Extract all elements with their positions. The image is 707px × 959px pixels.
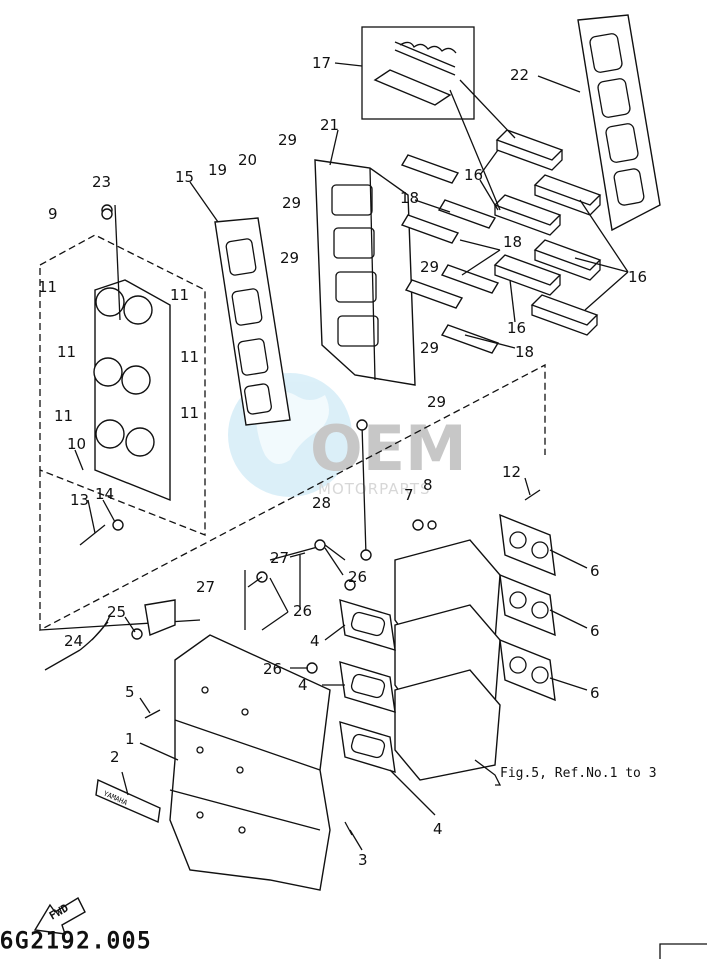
callout-11-d: 11 bbox=[180, 348, 199, 366]
callout-29-c: 29 bbox=[280, 249, 299, 267]
callout-18-a: 18 bbox=[400, 189, 419, 207]
part-28-link-rod bbox=[356, 419, 372, 561]
callout-10: 10 bbox=[67, 435, 86, 453]
callout-11-c: 11 bbox=[57, 343, 76, 361]
drawing-code: 6G2192.005 bbox=[0, 929, 152, 954]
callout-29-a: 29 bbox=[278, 131, 297, 149]
callout-3: 3 bbox=[358, 851, 368, 869]
callout-15: 15 bbox=[175, 168, 194, 186]
part-6-gaskets bbox=[499, 513, 556, 702]
callout-11-f: 11 bbox=[180, 404, 199, 422]
callout-2: 2 bbox=[110, 748, 120, 766]
small-parts bbox=[44, 208, 541, 836]
part-15-gasket bbox=[214, 217, 291, 426]
watermark-main: OEM bbox=[310, 412, 467, 485]
part-22-gasket bbox=[577, 14, 661, 232]
callout-11-a: 11 bbox=[38, 278, 57, 296]
callout-18-c: 18 bbox=[515, 343, 534, 361]
callout-9: 9 bbox=[48, 205, 58, 223]
callout-29-e: 29 bbox=[420, 339, 439, 357]
callout-23: 23 bbox=[92, 173, 111, 191]
callout-17: 17 bbox=[312, 54, 331, 72]
callout-11-b: 11 bbox=[170, 286, 189, 304]
callout-24: 24 bbox=[64, 632, 83, 650]
part-4-gaskets bbox=[339, 599, 396, 773]
callout-22: 22 bbox=[510, 66, 529, 84]
callout-8: 8 bbox=[423, 476, 433, 494]
callout-1: 1 bbox=[125, 730, 135, 748]
frame-edge bbox=[39, 619, 201, 631]
intake-manifold bbox=[394, 539, 501, 781]
callout-14: 14 bbox=[95, 485, 114, 503]
callout-18-b: 18 bbox=[503, 233, 522, 251]
part-1-silencer-cover bbox=[169, 634, 331, 891]
callout-28: 28 bbox=[312, 494, 331, 512]
callout-27-a: 27 bbox=[270, 549, 289, 567]
callout-26-c: 26 bbox=[263, 660, 282, 678]
callout-6-c: 6 bbox=[590, 684, 600, 702]
callout-4-b: 4 bbox=[298, 676, 308, 694]
callout-29-d: 29 bbox=[420, 258, 439, 276]
callout-26-a: 26 bbox=[348, 568, 367, 586]
callout-16-b: 16 bbox=[628, 268, 647, 286]
callout-6-b: 6 bbox=[590, 622, 600, 640]
callout-7: 7 bbox=[404, 486, 414, 504]
callout-16-c: 16 bbox=[507, 319, 526, 337]
callout-11-e: 11 bbox=[54, 407, 73, 425]
reference-note: Fig.5, Ref.No.1 to 3 bbox=[500, 766, 657, 781]
callout-29-b: 29 bbox=[282, 194, 301, 212]
part-18-gaskets bbox=[400, 154, 500, 354]
callout-16-a: 16 bbox=[464, 166, 483, 184]
part-17-detail bbox=[361, 26, 475, 120]
callout-labels: 17 22 21 29 20 19 23 15 9 18 16 29 18 29… bbox=[38, 54, 657, 869]
callout-25: 25 bbox=[107, 603, 126, 621]
callout-13: 13 bbox=[70, 491, 89, 509]
callout-4-c: 4 bbox=[433, 820, 443, 838]
callout-20: 20 bbox=[238, 151, 257, 169]
part-2-decal: YAMAHA bbox=[95, 778, 161, 824]
callout-27-b: 27 bbox=[196, 578, 215, 596]
callout-6-a: 6 bbox=[590, 562, 600, 580]
throttle-body-assembly bbox=[39, 204, 206, 536]
callout-26-b: 26 bbox=[293, 602, 312, 620]
callout-29-f: 29 bbox=[427, 393, 446, 411]
part-21-reed-plate bbox=[314, 159, 416, 386]
callout-4-a: 4 bbox=[310, 632, 320, 650]
callout-12: 12 bbox=[502, 463, 521, 481]
callout-5: 5 bbox=[125, 683, 135, 701]
assembly-frame bbox=[39, 363, 546, 632]
callout-21: 21 bbox=[320, 116, 339, 134]
callout-19: 19 bbox=[208, 161, 227, 179]
corner-mark bbox=[659, 943, 707, 959]
watermark-sub: MOTORPARTS bbox=[318, 480, 431, 498]
leader-lines bbox=[74, 62, 629, 851]
